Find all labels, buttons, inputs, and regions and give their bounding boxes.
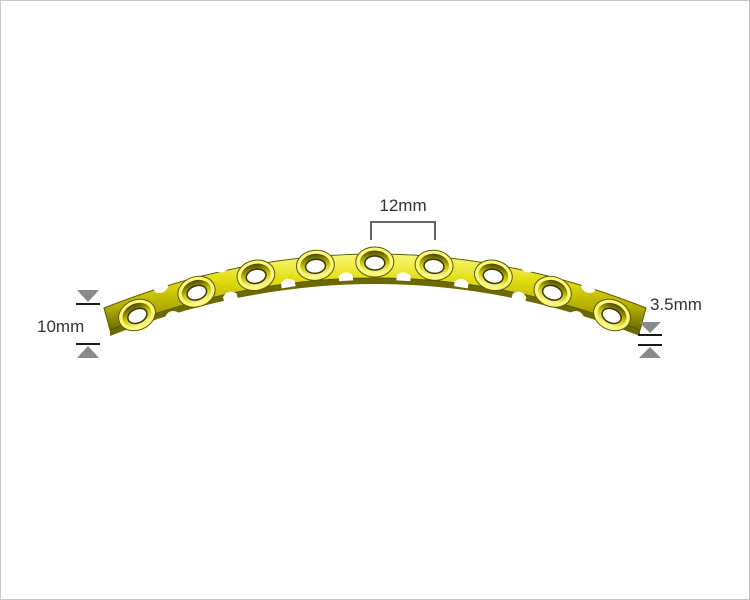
notch-bottom xyxy=(280,278,296,289)
width-bottom-arrow-icon xyxy=(77,346,99,358)
hole-through xyxy=(364,255,386,271)
notch-bottom xyxy=(338,272,354,282)
screw-hole xyxy=(118,298,156,332)
width-top-arrow-icon xyxy=(77,290,99,302)
hole-through xyxy=(186,284,208,301)
width-dimension: 10mm xyxy=(37,290,100,358)
plate-notch xyxy=(154,284,180,322)
hole-through xyxy=(423,258,445,275)
pitch-label: 12mm xyxy=(379,196,426,215)
plate-notch xyxy=(275,251,296,289)
screw-hole xyxy=(355,246,395,278)
hole-through xyxy=(482,268,504,285)
plate-notch xyxy=(453,251,474,289)
plate-notch xyxy=(569,284,596,322)
notch-bottom xyxy=(164,310,180,322)
notch-bottom xyxy=(569,310,585,322)
pitch-bracket xyxy=(370,221,436,240)
screw-hole xyxy=(533,275,572,308)
bone-plate xyxy=(103,245,647,336)
thickness-bottom-arrow-icon xyxy=(639,347,661,358)
hole-through xyxy=(304,258,327,275)
hole-through xyxy=(601,307,622,325)
plate-notch xyxy=(396,245,413,282)
notch-top xyxy=(275,251,291,259)
notch-top xyxy=(459,251,474,259)
notch-bottom xyxy=(396,272,411,282)
plate-notch xyxy=(214,264,238,302)
thickness-dimension: 3.5mm xyxy=(638,295,702,358)
notch-bottom xyxy=(222,291,238,302)
notch-top xyxy=(398,245,413,252)
notch-top xyxy=(520,264,535,273)
width-label: 10mm xyxy=(37,317,84,336)
plate-notches xyxy=(154,245,596,322)
notch-top xyxy=(154,284,169,293)
screw-hole xyxy=(593,298,631,332)
notch-bottom xyxy=(511,291,527,302)
screw-hole xyxy=(295,249,335,281)
plate-notch xyxy=(337,245,354,282)
notch-bottom xyxy=(453,278,469,289)
pitch-dimension: 12mm xyxy=(370,196,436,240)
hole-through xyxy=(245,268,267,285)
screw-holes xyxy=(118,246,631,332)
hole-through xyxy=(541,284,563,301)
screw-hole xyxy=(177,275,216,308)
screw-hole xyxy=(236,259,276,292)
screw-hole xyxy=(474,259,513,292)
screw-hole xyxy=(414,249,454,281)
thickness-label: 3.5mm xyxy=(650,295,702,314)
notch-top xyxy=(214,264,230,273)
plate-notch xyxy=(511,264,535,302)
hole-through xyxy=(127,307,148,325)
thickness-top-arrow-icon xyxy=(639,322,661,333)
notch-top xyxy=(337,245,352,252)
notch-top xyxy=(580,284,596,293)
